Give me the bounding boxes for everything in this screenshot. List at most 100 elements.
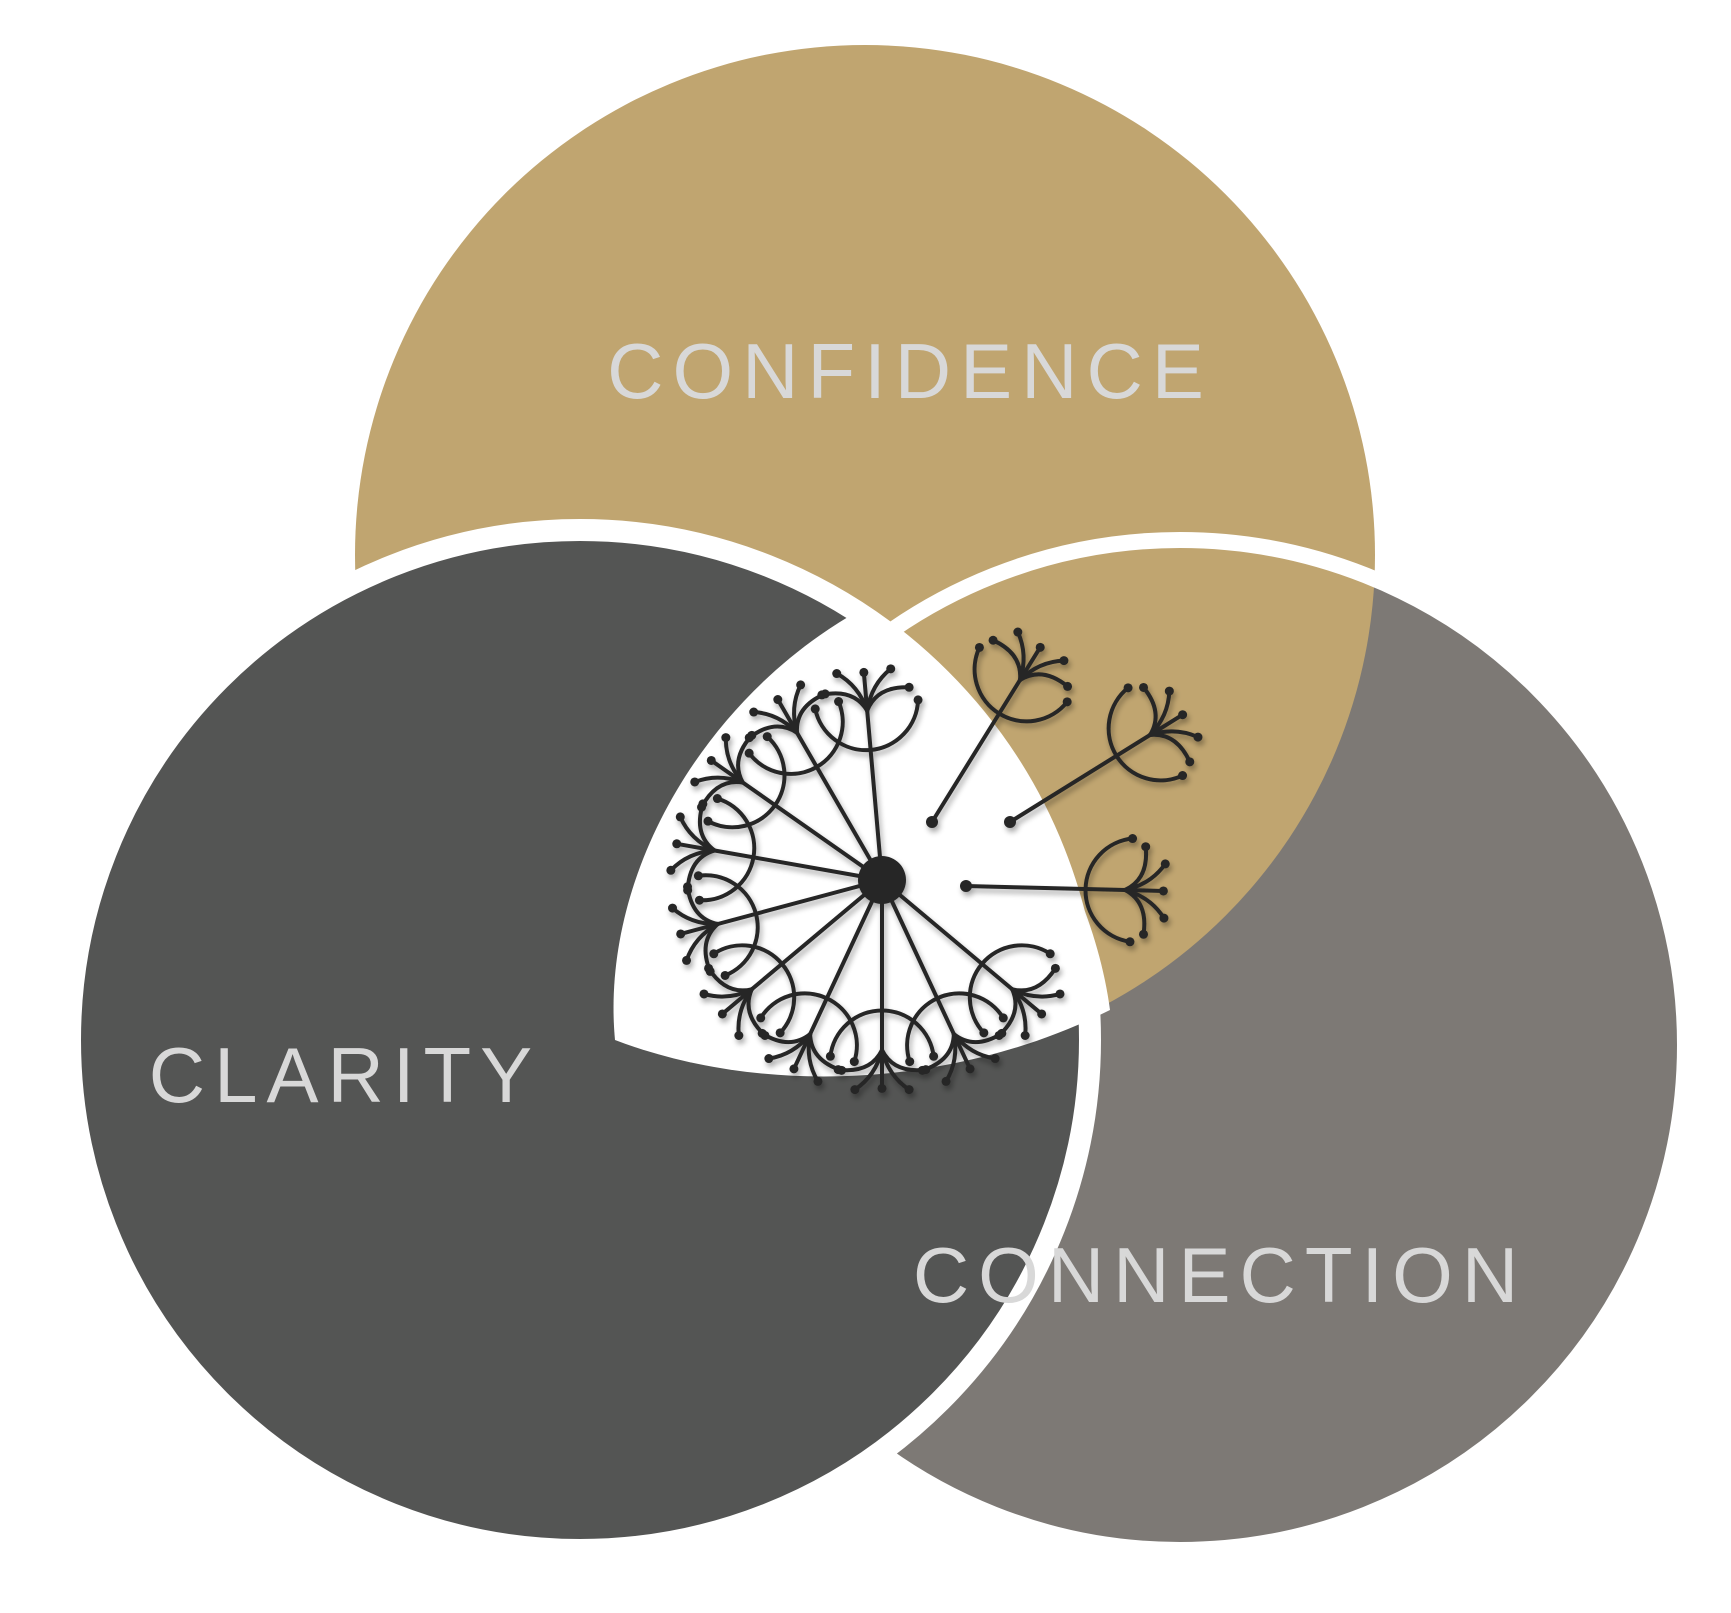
seed-bristle-dot — [849, 1057, 859, 1067]
seed-bristle-dot — [693, 871, 703, 881]
seed-bristle-dot — [690, 777, 700, 787]
seed-bristle-dot — [905, 1057, 915, 1067]
seed-bristle — [1148, 732, 1192, 764]
seed-bristle-dot — [1193, 732, 1203, 742]
seed-bristle-dot — [1158, 886, 1168, 896]
seed-bristle-dot — [703, 816, 713, 826]
seed-bristle-dot — [1045, 949, 1055, 959]
seed-bristle-dot — [1063, 681, 1073, 691]
seed-bristle-dot — [877, 1083, 887, 1093]
seed-bristle-dot — [764, 1054, 774, 1064]
seed-bristle-dot — [744, 748, 754, 758]
seed-bristle-dot — [913, 695, 923, 705]
seed-bristle-dot — [1128, 834, 1138, 844]
seed-bristle-dot — [1035, 642, 1045, 652]
seed-bristle-dot — [886, 664, 896, 674]
seed-base-dot — [1004, 816, 1016, 828]
dandelion-icon — [666, 627, 1203, 1095]
seed-bristle-dot — [825, 1051, 835, 1061]
seed-bristle-dot — [832, 669, 842, 679]
seed-bristle — [706, 966, 754, 993]
seed-bristle-dot — [850, 1085, 860, 1095]
seed-bristle-dot — [749, 707, 759, 717]
connection-label: CONNECTION — [913, 1231, 1527, 1319]
seed-stem — [880, 878, 956, 1037]
seed-bristle — [1123, 888, 1147, 937]
seed-umbrella — [697, 796, 757, 903]
seed-bristle — [736, 733, 754, 785]
seed-umbrella — [967, 943, 1053, 1035]
seed-bristle-dot — [747, 730, 757, 740]
confidence-label: CONFIDENCE — [607, 327, 1213, 415]
seed-bristle-dot — [734, 1031, 744, 1041]
seed-stem — [740, 780, 884, 882]
seed-bristle — [836, 1048, 884, 1073]
seed-bristle-dot — [668, 903, 678, 913]
seed-bristle — [997, 987, 1018, 1038]
seed-bristle-dot — [833, 1065, 843, 1075]
seed-bristle-dot — [1138, 929, 1148, 939]
seed-umbrella — [1106, 685, 1185, 783]
seed-bristle-dot — [1013, 627, 1023, 637]
seed-umbrella — [905, 991, 1006, 1064]
seed-bristle — [865, 685, 912, 713]
seed-bristle-dot — [810, 704, 820, 714]
seed-umbrella — [747, 699, 845, 776]
seed-umbrella — [828, 1008, 936, 1059]
seed-stem — [930, 678, 1022, 824]
seed-stem — [808, 878, 884, 1037]
seed-bristle-dot — [904, 682, 914, 692]
seed-bristle-dot — [704, 963, 714, 973]
seed-bristle-dot — [1059, 656, 1069, 666]
seed-bristle-dot — [1123, 683, 1133, 693]
seed-bristle-dot — [1020, 1031, 1030, 1041]
seed-bristle-dot — [717, 1009, 727, 1019]
seed-bristle-dot — [1062, 697, 1072, 707]
seed-stem — [749, 878, 884, 992]
seed-bristle-dot — [988, 635, 998, 645]
seed-bristle-dot — [1141, 842, 1151, 852]
seed-umbrella — [813, 697, 921, 753]
seed-bristle-dot — [1050, 963, 1060, 973]
seed-bristle — [698, 801, 717, 853]
seed-bristle-dot — [683, 882, 693, 892]
seed-bristle-dot — [1139, 682, 1149, 692]
seed-bristle-dot — [1160, 859, 1170, 869]
seed-bristle-dot — [756, 1013, 766, 1023]
seed-bristle-dot — [682, 955, 692, 965]
seed-bristle-dot — [998, 1013, 1008, 1023]
seed-bristle-dot — [675, 812, 685, 822]
seed-bristle-dot — [706, 755, 716, 765]
seed-bristle-dot — [1178, 710, 1188, 720]
seed-bristle-dot — [699, 989, 709, 999]
seed-bristle-dot — [666, 865, 676, 875]
seed-umbrella — [758, 991, 859, 1064]
seed-stem — [795, 730, 884, 882]
seed-stem — [880, 878, 1015, 992]
seed-bristle-dot — [712, 794, 722, 804]
seed-bristle-dot — [1185, 757, 1195, 767]
seed-bristle-dot — [820, 689, 830, 699]
seed-umbrella — [972, 645, 1070, 724]
seed-bristle-dot — [757, 1028, 767, 1038]
seed-bristle — [920, 1032, 956, 1073]
seed-bristle-dot — [941, 1076, 951, 1086]
seed-base-dot — [960, 880, 972, 892]
seed-bristle — [1018, 672, 1070, 689]
seed-bristle-dot — [672, 839, 682, 849]
seed-bristle-dot — [773, 695, 783, 705]
seed-bristle-dot — [965, 1064, 975, 1074]
seed-bristle-dot — [775, 1028, 785, 1038]
seed-bristle-dot — [721, 733, 731, 743]
dandelion-center — [858, 856, 906, 904]
seed-bristle-dot — [974, 642, 984, 652]
seed-bristle-dot — [1125, 937, 1135, 947]
seed-bristle-dot — [762, 732, 772, 742]
seed-bristle-dot — [698, 799, 708, 809]
seed-umbrella — [1083, 836, 1135, 944]
seed-bristle-dot — [1037, 1009, 1047, 1019]
seed-bristle-dot — [796, 680, 806, 690]
seed-bristle-dot — [929, 1051, 939, 1061]
seed-bristle-dot — [1178, 771, 1188, 781]
